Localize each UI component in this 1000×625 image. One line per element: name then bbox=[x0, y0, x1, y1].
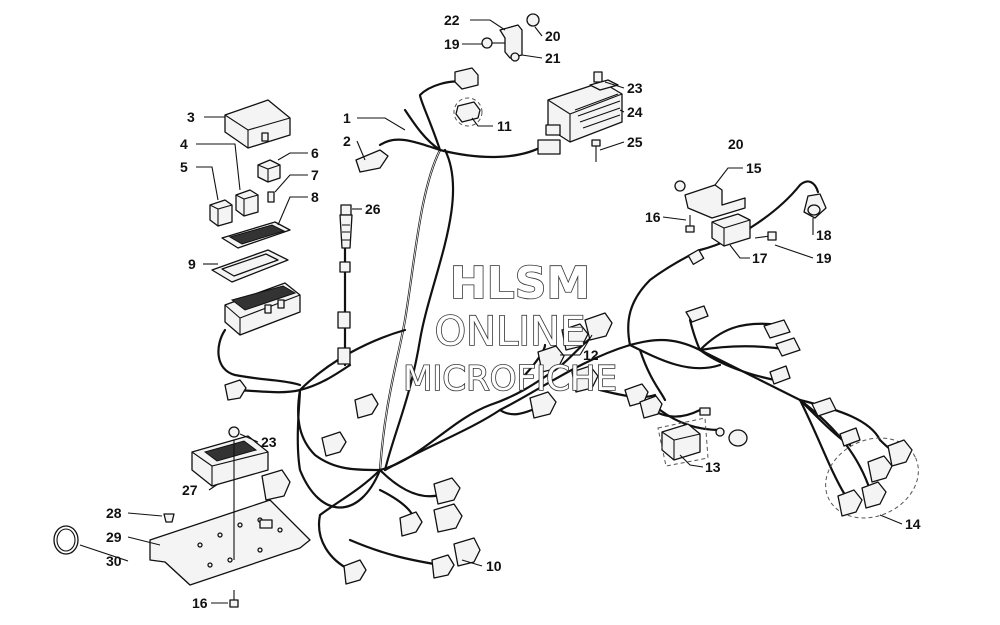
callout-21: 21 bbox=[545, 50, 561, 66]
clamp-ring-30 bbox=[53, 525, 79, 555]
callout-7: 7 bbox=[311, 167, 319, 183]
watermark: HLSM ONLINE MICROFICHE bbox=[402, 257, 617, 400]
plug-18 bbox=[803, 193, 827, 219]
control-unit bbox=[191, 426, 269, 487]
callout-30: 30 bbox=[106, 553, 122, 569]
relay-small bbox=[257, 159, 281, 183]
callout-24: 24 bbox=[627, 104, 643, 120]
watermark-line-2: ONLINE bbox=[435, 309, 586, 355]
fuse-board bbox=[221, 221, 291, 249]
screw-19-right bbox=[754, 231, 777, 241]
fuse-box-cover bbox=[224, 99, 291, 149]
fuse-box-gasket bbox=[211, 249, 289, 283]
connector-11 bbox=[453, 97, 483, 127]
watermark-line-1: HLSM bbox=[450, 258, 590, 309]
callout-29: 29 bbox=[106, 529, 122, 545]
callout-25: 25 bbox=[627, 134, 643, 150]
leader-lines bbox=[79, 19, 903, 604]
callout-16b: 16 bbox=[192, 595, 208, 611]
callout-14: 14 bbox=[905, 516, 921, 532]
screw-25 bbox=[591, 139, 601, 162]
callout-23b: 23 bbox=[261, 434, 277, 450]
screw-16-bottom bbox=[229, 590, 239, 608]
connector-group-14 bbox=[825, 437, 919, 519]
callout-4: 4 bbox=[180, 136, 188, 152]
top-bracket bbox=[481, 13, 540, 62]
switch-17 bbox=[711, 213, 751, 247]
screw-23-top bbox=[589, 71, 619, 91]
relay-medium bbox=[235, 189, 259, 217]
left-connectors bbox=[224, 379, 379, 501]
callout-6: 6 bbox=[311, 145, 319, 161]
sensor-probe bbox=[337, 204, 353, 365]
callout-1: 1 bbox=[343, 110, 351, 126]
callout-15: 15 bbox=[746, 160, 762, 176]
callout-labels: 1 2 3 4 5 6 7 8 9 10 11 12 13 14 15 16 1… bbox=[106, 12, 921, 611]
fuse-box-base bbox=[224, 282, 301, 336]
callout-20a: 20 bbox=[545, 28, 561, 44]
callout-22: 22 bbox=[444, 12, 460, 28]
rivet-28 bbox=[163, 513, 175, 523]
bracket-15 bbox=[674, 180, 746, 219]
bottom-connectors bbox=[343, 477, 481, 585]
callout-26: 26 bbox=[365, 201, 381, 217]
connector-group-13 bbox=[624, 383, 748, 467]
voltage-regulator bbox=[537, 81, 623, 155]
callout-28: 28 bbox=[106, 505, 122, 521]
callout-13: 13 bbox=[705, 459, 721, 475]
connector-top bbox=[454, 67, 479, 90]
callout-9: 9 bbox=[188, 256, 196, 272]
callout-11: 11 bbox=[497, 118, 512, 134]
connector-group-12 bbox=[529, 312, 613, 419]
callout-19a: 19 bbox=[444, 36, 460, 52]
callout-12: 12 bbox=[583, 347, 599, 363]
callout-10: 10 bbox=[486, 558, 502, 574]
callout-17: 17 bbox=[752, 250, 768, 266]
inline-connector bbox=[687, 249, 705, 265]
callout-16a: 16 bbox=[645, 209, 661, 225]
fuse-mini bbox=[267, 191, 275, 203]
callout-3: 3 bbox=[187, 109, 195, 125]
callout-18: 18 bbox=[816, 227, 832, 243]
callout-2: 2 bbox=[343, 133, 351, 149]
connector-2 bbox=[355, 149, 389, 173]
watermark-line-3: MICROFICHE bbox=[403, 359, 617, 399]
screw-16-right bbox=[685, 215, 695, 233]
right-connectors bbox=[685, 305, 861, 447]
relay-large bbox=[209, 199, 233, 227]
callout-27: 27 bbox=[182, 482, 198, 498]
callout-20b: 20 bbox=[728, 136, 744, 152]
mounting-plate bbox=[149, 440, 311, 586]
callout-19b: 19 bbox=[816, 250, 832, 266]
callout-5: 5 bbox=[180, 159, 188, 175]
callout-8: 8 bbox=[311, 189, 319, 205]
callout-23a: 23 bbox=[627, 80, 643, 96]
